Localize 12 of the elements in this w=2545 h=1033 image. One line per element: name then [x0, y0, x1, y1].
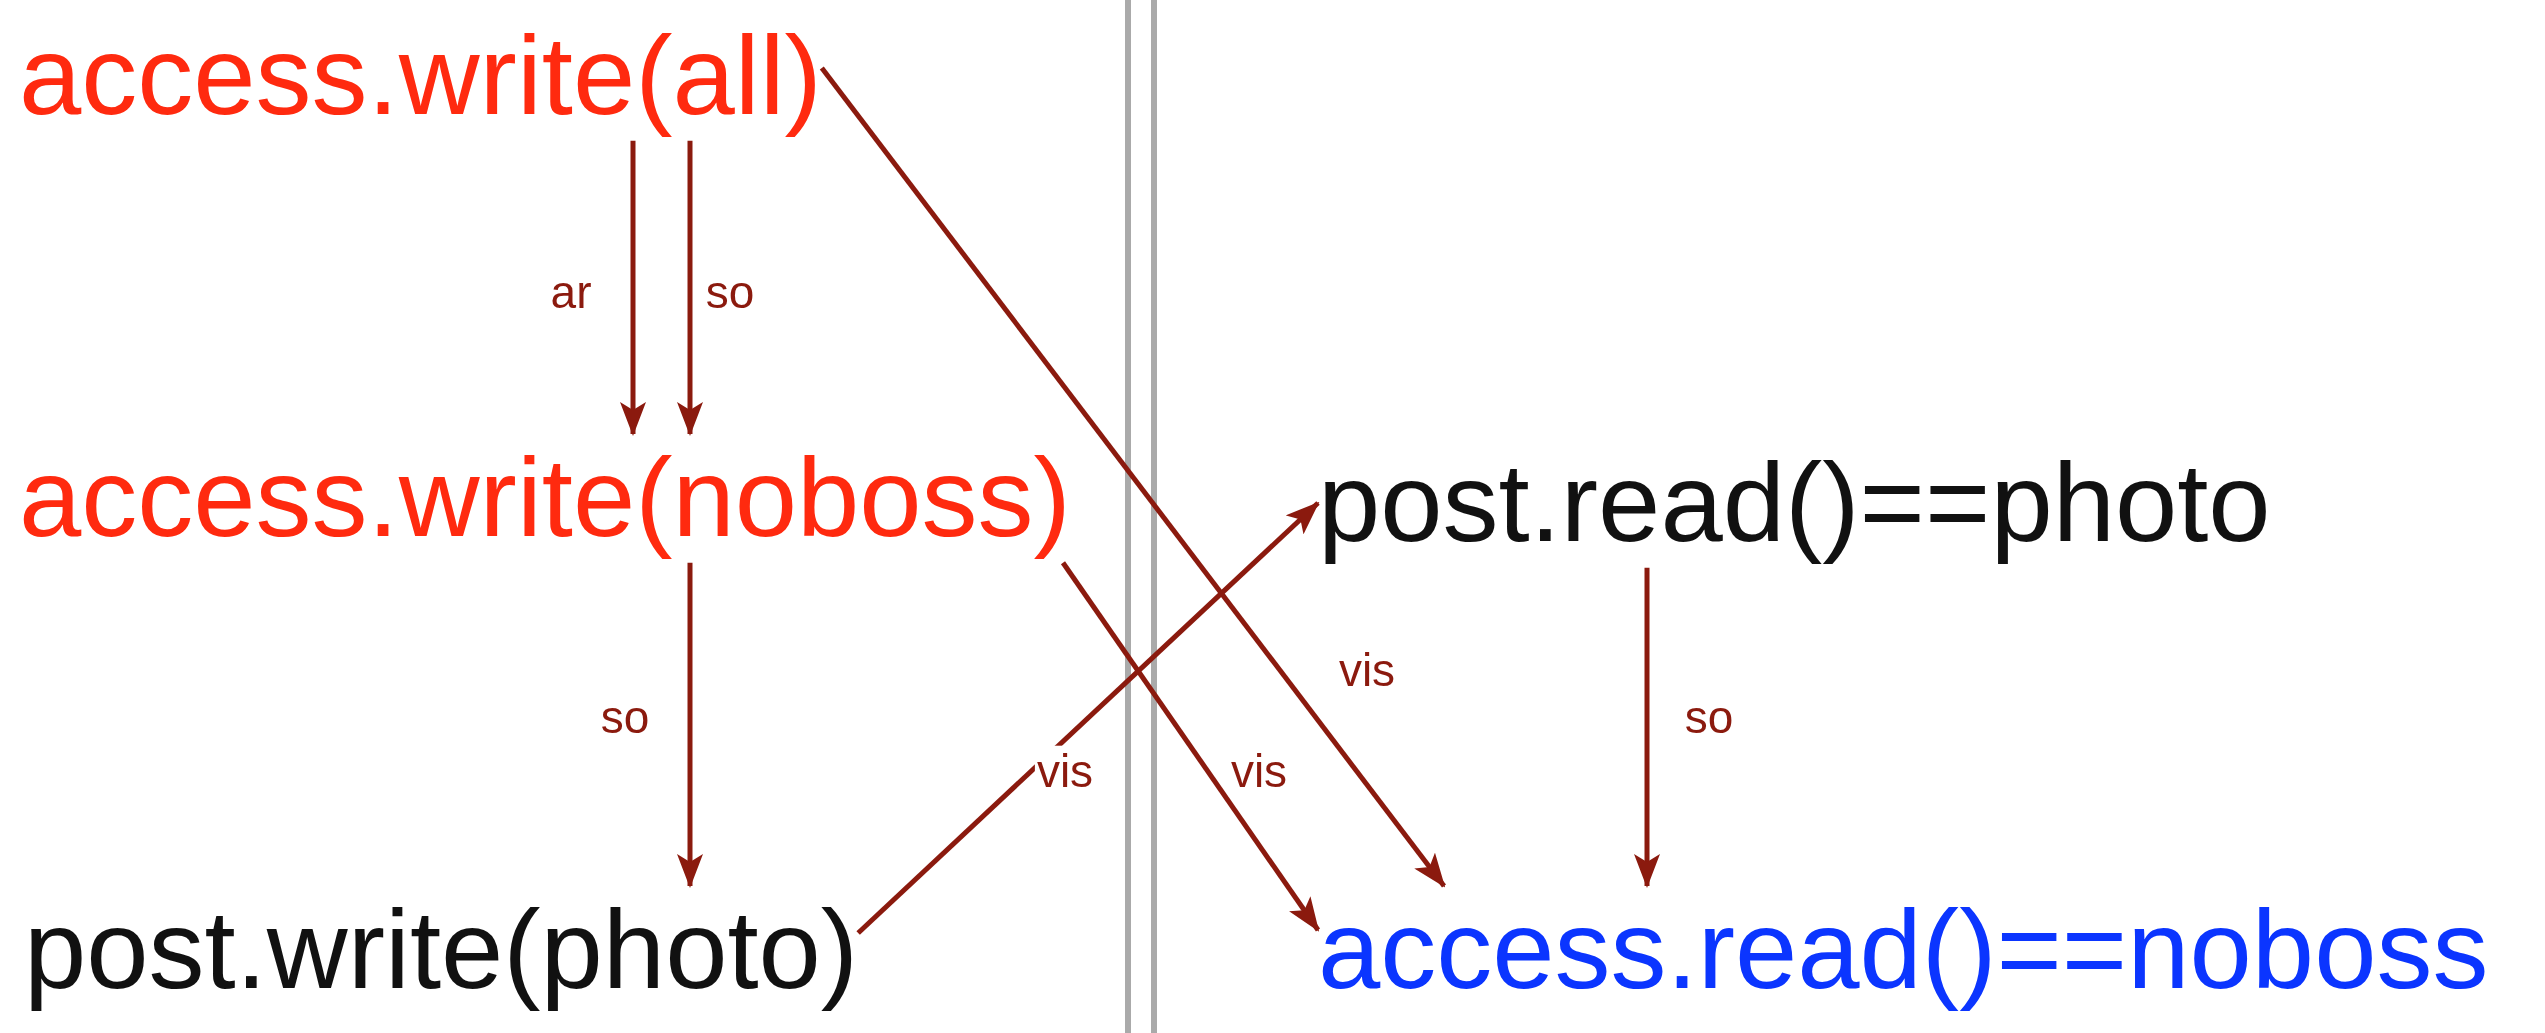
code-expression: post.write(photo)	[24, 886, 859, 1015]
arrow	[819, 66, 1446, 888]
arrow	[677, 140, 703, 436]
code-expression: post.read()==photo	[1318, 439, 2271, 568]
code-expression: access.read()==noboss	[1318, 886, 2489, 1015]
code-expression: access.write(noboss)	[19, 434, 1071, 563]
arrow	[677, 562, 703, 888]
arrow	[1634, 567, 1660, 888]
arrow	[620, 140, 646, 436]
code-expression: access.write(all)	[19, 12, 822, 141]
arrow	[1060, 561, 1321, 932]
arrow	[856, 501, 1320, 935]
